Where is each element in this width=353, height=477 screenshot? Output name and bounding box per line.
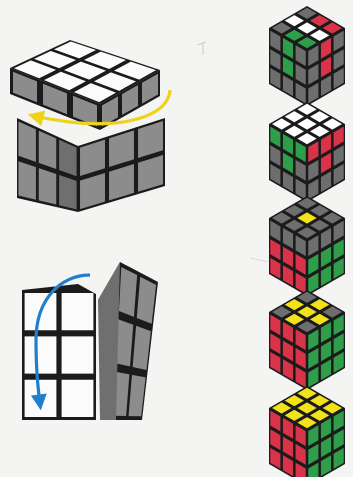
- rotating-top-layer-cube-icon: [10, 40, 165, 212]
- cube-sticker: [59, 175, 76, 209]
- cube-sticker: [62, 380, 94, 417]
- cube-sticker: [119, 267, 137, 317]
- cube-sticker: [62, 336, 94, 373]
- cube-sticker: [25, 336, 57, 373]
- step-cube-3: [269, 196, 345, 296]
- step-cube-1: [269, 6, 345, 106]
- cube-sticker: [18, 161, 35, 199]
- rotating-right-layer-cube-icon: [22, 262, 158, 420]
- step-cube-5: [269, 386, 345, 477]
- step-cube-2: [269, 102, 345, 202]
- step-cube-4: [269, 290, 345, 390]
- cube-sticker: [62, 293, 94, 330]
- cube-sticker: [39, 168, 56, 204]
- progress-steps: [269, 6, 345, 477]
